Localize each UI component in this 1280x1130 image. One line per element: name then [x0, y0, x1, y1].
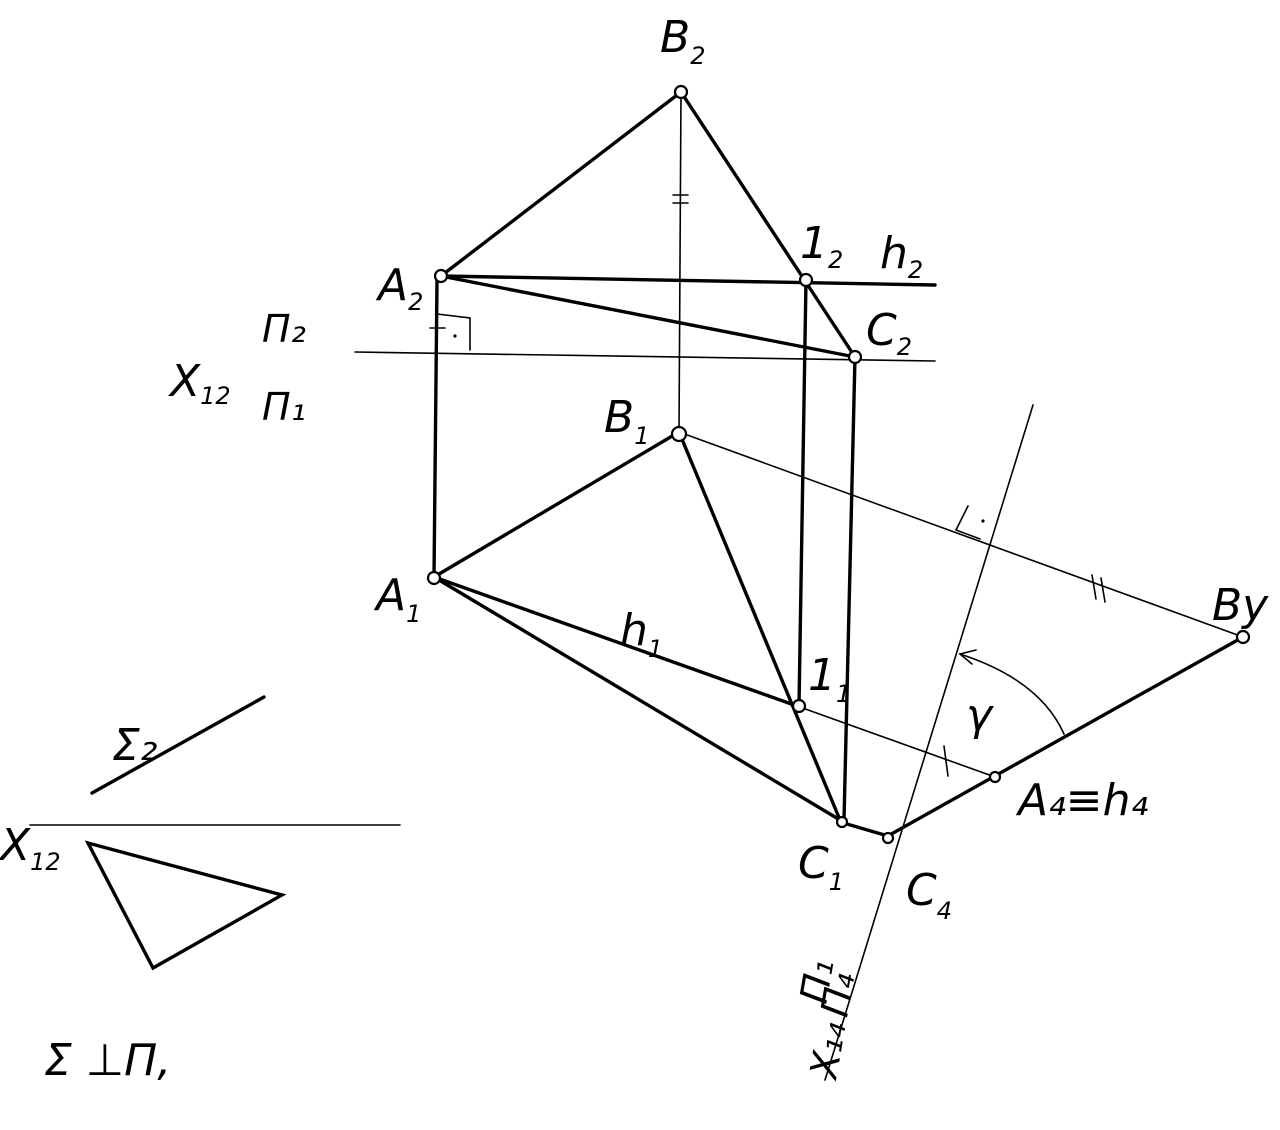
link-a2-a1	[432, 278, 439, 579]
label-b2: B2	[660, 12, 705, 70]
label-pi1: Π₁	[262, 385, 306, 429]
point-12	[798, 272, 814, 288]
link-12-11	[797, 278, 808, 708]
point-a2	[433, 268, 449, 284]
point-c4	[881, 831, 895, 845]
label-x14-pi1: Π₁	[792, 956, 843, 1007]
edge-a1-c1	[432, 575, 842, 822]
label-h1: h1	[620, 605, 663, 663]
label-x14-lower: X₁₄Π₄	[801, 969, 863, 1083]
edge-b1-c1	[677, 430, 842, 822]
label-c1: C1	[798, 838, 844, 896]
label-by: By	[1212, 580, 1269, 631]
right-angle-mark-x14	[954, 505, 981, 540]
horizontal-h2	[439, 274, 937, 287]
inset-sigma2-trace	[90, 695, 266, 795]
label-x12: X12	[168, 356, 231, 410]
label-a2: A2	[375, 260, 423, 316]
right-angle-mark-a2	[436, 313, 471, 351]
sigma4-trace	[884, 635, 1245, 839]
point-by	[1235, 629, 1251, 645]
label-gamma: γ	[966, 690, 994, 741]
point-11	[791, 698, 807, 714]
tick-h1	[943, 745, 949, 777]
label-b1: B1	[604, 392, 649, 450]
label-12: 12	[800, 218, 843, 274]
edge-b2-c2	[679, 90, 857, 359]
tick-by-2	[1100, 577, 1106, 603]
edge-a1-b1	[432, 430, 681, 579]
label-a1: A1	[373, 570, 421, 628]
point-a1	[426, 570, 442, 586]
right-angle-dot-a2	[453, 334, 457, 338]
link-b2-b1	[678, 91, 682, 433]
angle-gamma-arrow	[958, 649, 977, 665]
inset-triangle-sigma1	[84, 840, 287, 971]
horizontal-h1	[432, 575, 799, 708]
link-b1-by	[678, 431, 1244, 638]
right-angle-dot-x14	[981, 519, 985, 523]
label-sigma2: Σ₂	[112, 720, 157, 771]
label-11: 11	[808, 650, 851, 708]
horizontal-h1-extension	[796, 705, 996, 778]
point-b1	[670, 425, 688, 443]
point-b2	[673, 84, 689, 100]
label-c4: C4	[906, 865, 952, 925]
link-c1-c4	[838, 820, 890, 838]
label-h2: h2	[880, 228, 923, 284]
label-condition: Σ ⊥Π,	[44, 1035, 171, 1086]
edge-a2-c2	[439, 274, 857, 359]
link-c2-c1	[842, 355, 857, 822]
axis-x12	[354, 351, 936, 362]
edge-a2-b2	[439, 90, 683, 278]
point-c2	[847, 349, 863, 365]
point-c1	[835, 815, 849, 829]
point-a4	[988, 770, 1002, 784]
label-a4-h4: A₄≡h₄	[1015, 775, 1148, 826]
label-inset-x12: X12	[0, 820, 61, 876]
label-c2: C2	[866, 305, 912, 361]
axis-x14	[824, 404, 1034, 1081]
tick-by-1	[1091, 574, 1097, 600]
label-pi2: Π₂	[262, 307, 306, 351]
angle-gamma-arc	[959, 653, 1065, 735]
